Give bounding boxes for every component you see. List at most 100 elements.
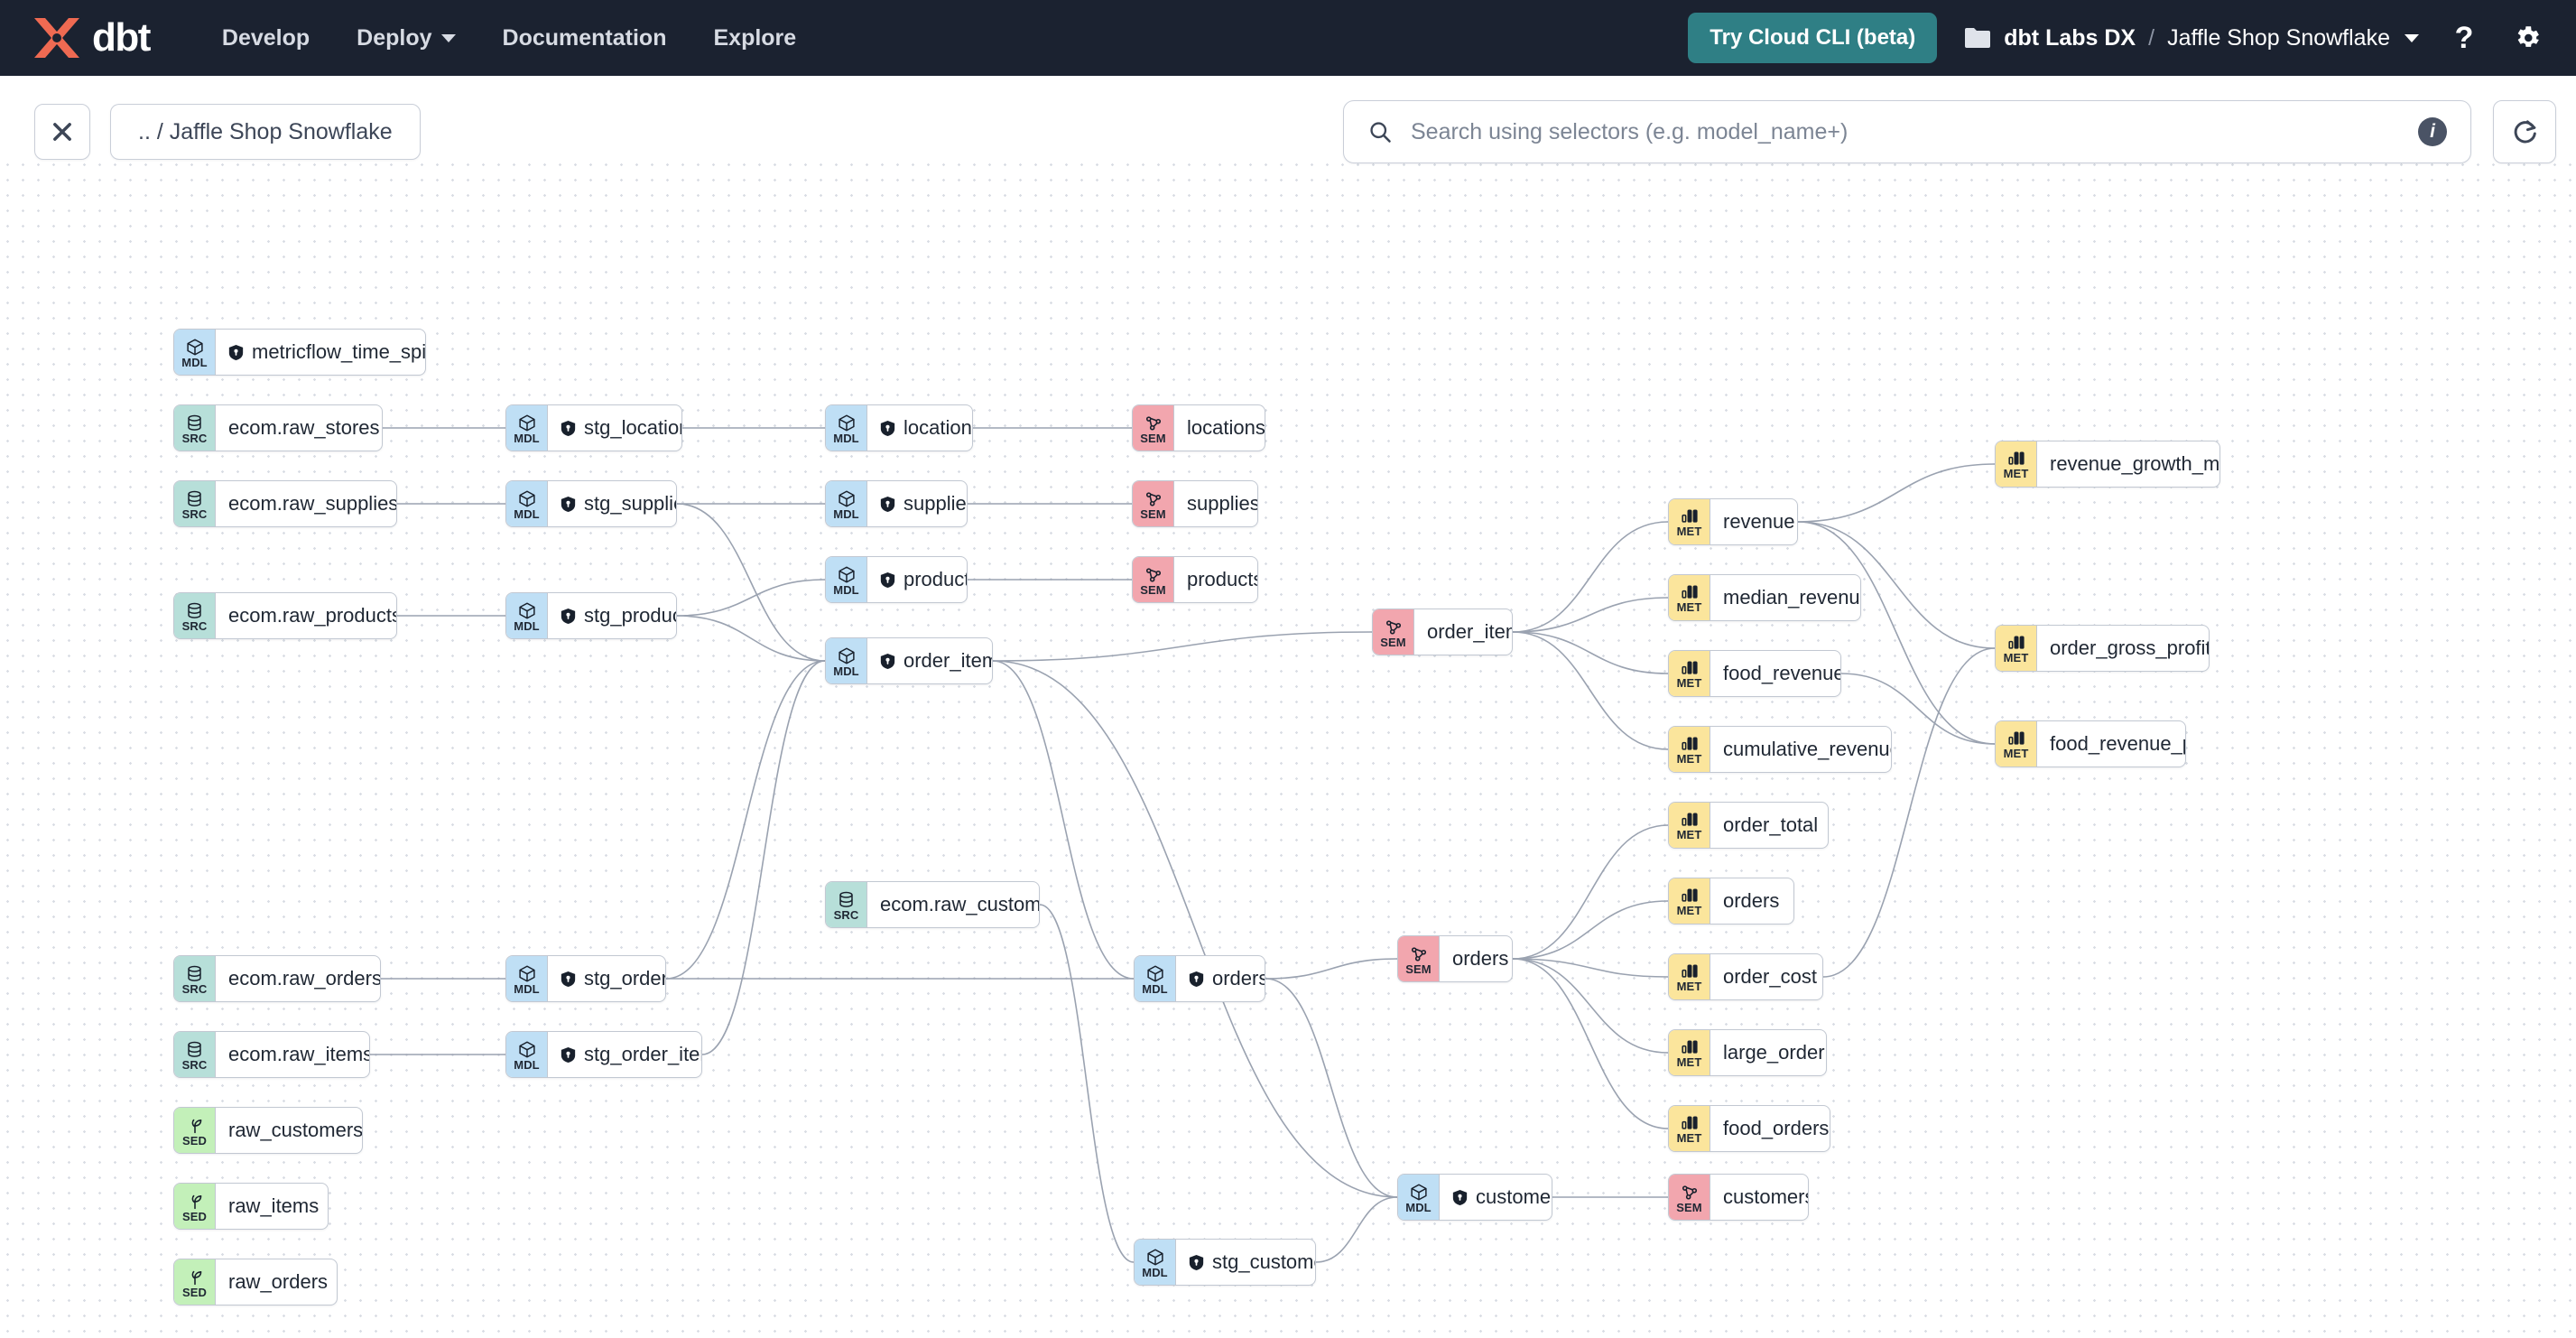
gear-icon bbox=[2517, 26, 2539, 47]
node-body: stg_customers bbox=[1176, 1240, 1315, 1285]
graph-node-met_food_revenue[interactable]: MET food_revenue bbox=[1668, 650, 1841, 697]
src-icon bbox=[185, 601, 204, 620]
node-body: ecom.raw_customers bbox=[867, 882, 1039, 927]
node-type-label: SRC bbox=[833, 907, 859, 922]
close-button[interactable] bbox=[34, 104, 90, 160]
breadcrumb-separator: / bbox=[2148, 24, 2155, 51]
node-label: food_orders bbox=[1723, 1117, 1830, 1139]
sed-icon bbox=[185, 1192, 205, 1211]
node-type-badge-sed: SED bbox=[174, 1259, 216, 1305]
node-type-label: SRC bbox=[181, 618, 208, 633]
project-breadcrumb-button[interactable]: .. / Jaffle Shop Snowflake bbox=[110, 104, 421, 160]
nav-link-explore[interactable]: Explore bbox=[690, 16, 820, 60]
top-navigation-bar: dbt Develop Deploy Documentation Explore… bbox=[0, 0, 2576, 76]
node-body: raw_items bbox=[216, 1184, 328, 1229]
node-label: ecom.raw_stores bbox=[228, 416, 380, 439]
node-type-badge-mdl: MDL bbox=[174, 330, 216, 375]
node-type-label: MET bbox=[1676, 676, 1702, 691]
search-input[interactable] bbox=[1411, 118, 2400, 145]
settings-button[interactable] bbox=[2509, 20, 2545, 56]
explore-toolbar: .. / Jaffle Shop Snowflake i bbox=[0, 76, 2576, 163]
node-label: order_items bbox=[903, 649, 992, 672]
dbt-logo-icon bbox=[34, 18, 79, 58]
node-body: orders bbox=[1710, 878, 1793, 924]
node-type-badge-sem: SEM bbox=[1133, 557, 1174, 602]
node-label: stg_order_items bbox=[584, 1043, 701, 1065]
help-button[interactable]: ? bbox=[2446, 20, 2482, 56]
node-type-badge-mdl: MDL bbox=[1398, 1175, 1440, 1220]
search-icon bbox=[1370, 122, 1391, 143]
nav-link-deploy[interactable]: Deploy bbox=[333, 16, 478, 60]
nav-link-develop[interactable]: Develop bbox=[199, 16, 333, 60]
lineage-graph-canvas[interactable]: MDLmetricflow_time_spineSRCecom.raw_stor… bbox=[0, 157, 2576, 1338]
graph-node-src_customers[interactable]: SRC ecom.raw_customers bbox=[825, 881, 1040, 928]
lineage-edge bbox=[1512, 521, 1669, 633]
lineage-edge bbox=[1265, 978, 1398, 1198]
graph-node-mdl_locations[interactable]: MDLlocations bbox=[825, 404, 973, 451]
lineage-edge bbox=[1315, 1196, 1398, 1263]
contract-shield-icon bbox=[228, 344, 244, 361]
refresh-button[interactable] bbox=[2493, 100, 2556, 163]
node-label: order_total bbox=[1723, 813, 1819, 836]
graph-node-mdl_products[interactable]: MDLproducts bbox=[825, 556, 968, 603]
account-project-breadcrumb[interactable]: dbt Labs DX / Jaffle Shop Snowflake bbox=[1964, 25, 2419, 51]
nav-link-documentation[interactable]: Documentation bbox=[479, 16, 690, 60]
src-icon bbox=[185, 413, 204, 432]
mdl-icon bbox=[517, 601, 537, 620]
try-cloud-cli-button[interactable]: Try Cloud CLI (beta) bbox=[1688, 13, 1938, 63]
node-type-label: SEM bbox=[1676, 1200, 1702, 1214]
dbt-logo[interactable]: dbt bbox=[31, 15, 151, 60]
graph-node-mdl_customers[interactable]: MDLcustomers bbox=[1397, 1174, 1552, 1221]
contract-shield-icon bbox=[1189, 971, 1204, 988]
node-body: stg_products bbox=[548, 593, 676, 638]
contract-shield-icon bbox=[561, 496, 576, 513]
contract-shield-icon bbox=[880, 420, 895, 437]
node-body: revenue_growth_mom bbox=[2037, 441, 2219, 487]
search-info-icon[interactable]: i bbox=[2418, 117, 2447, 146]
met-icon bbox=[1680, 1114, 1700, 1132]
node-body: metricflow_time_spine bbox=[216, 330, 425, 375]
node-body: raw_customers bbox=[216, 1108, 362, 1153]
lineage-edge bbox=[1512, 900, 1669, 960]
project-breadcrumb-label: .. / Jaffle Shop Snowflake bbox=[138, 118, 393, 144]
graph-node-mdl_supplies[interactable]: MDLsupplies bbox=[825, 480, 968, 527]
search-bar[interactable]: i bbox=[1343, 100, 2471, 163]
node-label: food_revenue bbox=[1723, 662, 1841, 684]
node-type-badge-sed: SED bbox=[174, 1108, 216, 1153]
lineage-edge bbox=[1512, 958, 1669, 978]
